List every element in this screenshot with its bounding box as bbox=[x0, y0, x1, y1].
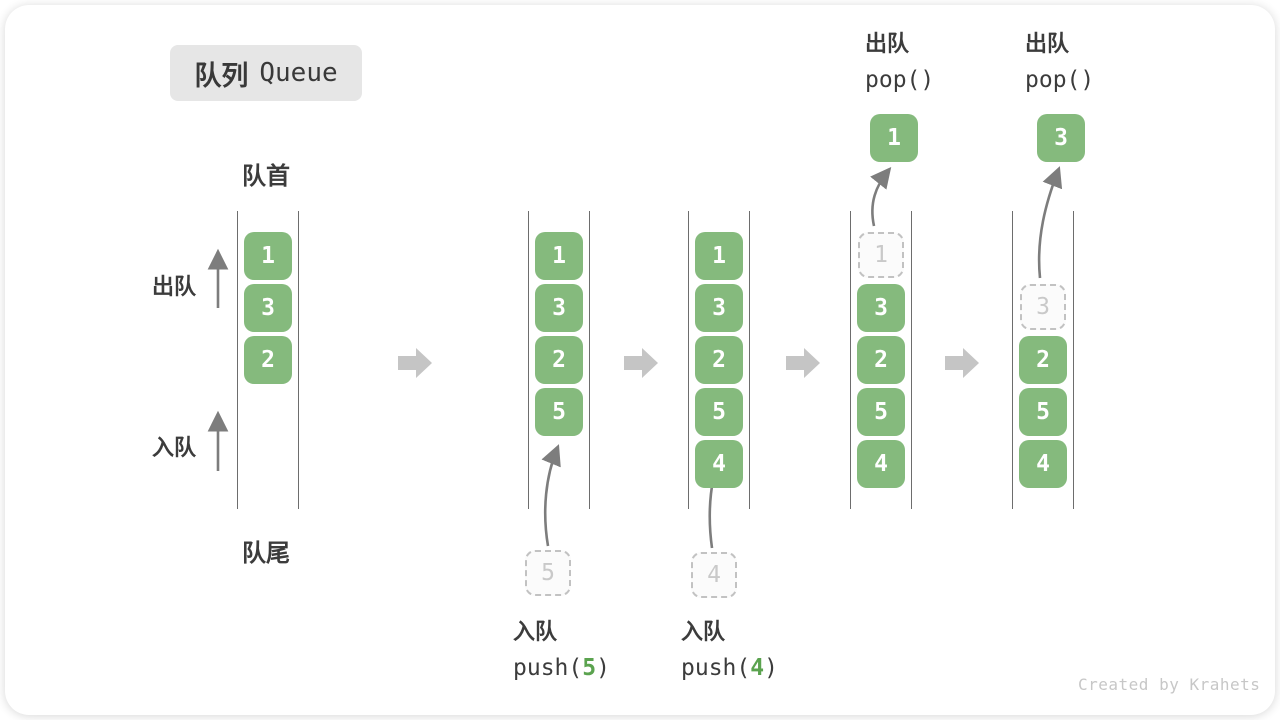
label-queue-front: 队首 bbox=[242, 163, 290, 190]
watermark: Created by Krahets bbox=[1078, 675, 1261, 694]
title-zh: 队列 bbox=[194, 60, 249, 91]
op-code-fn: push( bbox=[681, 655, 751, 681]
queue-cell: 2 bbox=[1019, 336, 1067, 384]
queue-cell: 1 bbox=[535, 232, 583, 280]
op-code: push(5) bbox=[513, 655, 610, 681]
incoming-element-5: 5 bbox=[525, 550, 571, 596]
queue-cell: 5 bbox=[535, 388, 583, 436]
queue-cell-ghost: 1 bbox=[858, 232, 904, 278]
popped-element-1: 1 bbox=[870, 114, 918, 162]
queue-state-4: 1 3 2 5 4 bbox=[850, 211, 912, 509]
queue-cell: 5 bbox=[695, 388, 743, 436]
queue-cell: 2 bbox=[695, 336, 743, 384]
queue-cell: 5 bbox=[857, 388, 905, 436]
queue-state-2: 1 3 2 5 bbox=[528, 211, 590, 509]
op-code-fn: push( bbox=[513, 655, 583, 681]
queue-cell: 3 bbox=[695, 284, 743, 332]
queue-state-1: 1 3 2 bbox=[237, 211, 299, 509]
op-code-close: ) bbox=[764, 655, 778, 681]
op-label: 出队 bbox=[865, 31, 910, 56]
queue-cell: 2 bbox=[535, 336, 583, 384]
queue-state-3: 1 3 2 5 4 bbox=[688, 211, 750, 509]
op-label: 入队 bbox=[681, 619, 726, 644]
op-code: push(4) bbox=[681, 655, 778, 681]
op-label: 入队 bbox=[513, 619, 558, 644]
queue-cell: 1 bbox=[695, 232, 743, 280]
queue-cell: 4 bbox=[695, 440, 743, 488]
diagram-card bbox=[5, 5, 1275, 715]
label-dequeue: 出队 bbox=[152, 274, 197, 299]
popped-element-3: 3 bbox=[1037, 114, 1085, 162]
op-code-arg: 4 bbox=[750, 655, 765, 681]
op-label: 出队 bbox=[1025, 31, 1070, 56]
queue-cell: 5 bbox=[1019, 388, 1067, 436]
op-code-close: ) bbox=[596, 655, 610, 681]
op-caption-push-5: 入队 push(5) bbox=[513, 619, 610, 681]
label-enqueue: 入队 bbox=[152, 435, 197, 460]
op-caption-pop-1: 出队 pop() bbox=[865, 31, 934, 93]
queue-cell: 4 bbox=[857, 440, 905, 488]
op-caption-push-4: 入队 push(4) bbox=[681, 619, 778, 681]
op-code: pop() bbox=[1025, 67, 1095, 93]
op-code-arg: 5 bbox=[582, 655, 597, 681]
op-caption-pop-2: 出队 pop() bbox=[1025, 31, 1094, 93]
queue-cell-ghost: 3 bbox=[1020, 284, 1066, 330]
label-queue-rear: 队尾 bbox=[242, 540, 290, 567]
title-badge: 队列 Queue bbox=[170, 45, 362, 101]
queue-cell: 3 bbox=[857, 284, 905, 332]
queue-cell: 1 bbox=[244, 232, 292, 280]
queue-cell: 2 bbox=[244, 336, 292, 384]
queue-cell: 3 bbox=[535, 284, 583, 332]
queue-cell: 4 bbox=[1019, 440, 1067, 488]
queue-state-5: 3 2 5 4 bbox=[1012, 211, 1074, 509]
title-en: Queue bbox=[259, 58, 338, 88]
op-code: pop() bbox=[865, 67, 935, 93]
queue-cell: 3 bbox=[244, 284, 292, 332]
queue-cell: 2 bbox=[857, 336, 905, 384]
incoming-element-4: 4 bbox=[691, 552, 737, 598]
